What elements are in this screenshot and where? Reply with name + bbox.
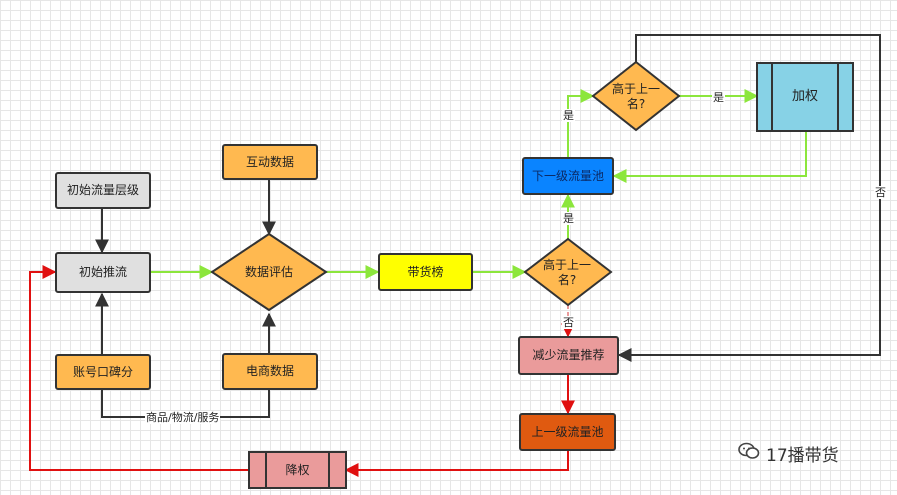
edge-label-no-right: 否 bbox=[874, 186, 887, 199]
node-sales-rank: 带货榜 bbox=[378, 253, 473, 291]
node-interaction-data: 互动数据 bbox=[222, 144, 318, 180]
edge-prev-to-demote bbox=[344, 451, 569, 477]
label-add-weight: 加权 bbox=[791, 88, 818, 104]
label-higher-than-above-2: 高于上一名? bbox=[611, 82, 660, 111]
node-account-reputation: 账号口碑分 bbox=[55, 354, 151, 390]
node-reduce-traffic: 减少流量推荐 bbox=[518, 336, 619, 375]
edge-pool-to-decision2 bbox=[567, 89, 595, 157]
edge-demote-to-push bbox=[29, 265, 249, 471]
edge-label-yes-top: 是 bbox=[562, 109, 575, 122]
edge-label-goods-logistics-service: 商品/物流/服务 bbox=[145, 411, 221, 424]
edge-label-no-down: 否 bbox=[562, 316, 575, 329]
node-initial-push: 初始推流 bbox=[55, 252, 151, 293]
edge-weight-to-pool bbox=[612, 131, 807, 183]
node-prev-level-pool: 上一级流量池 bbox=[519, 413, 616, 451]
process-box-demote-weight bbox=[248, 451, 347, 489]
wechat-icon bbox=[738, 442, 760, 465]
edge-no-loop-to-reduce bbox=[617, 34, 881, 362]
diamond-higher-than-above-2 bbox=[591, 60, 681, 132]
label-demote-weight: 降权 bbox=[285, 462, 310, 477]
node-ecommerce-data: 电商数据 bbox=[222, 353, 318, 390]
label-data-evaluation: 数据评估 bbox=[244, 264, 293, 279]
label-higher-than-above-1: 高于上一名? bbox=[542, 258, 591, 287]
node-next-level-pool: 下一级流量池 bbox=[522, 157, 614, 195]
diamond-data-evaluation bbox=[210, 232, 328, 312]
watermark: 17播带货 bbox=[738, 441, 839, 466]
node-initial-level: 初始流量层级 bbox=[55, 172, 151, 209]
edge-label-yes-right: 是 bbox=[712, 91, 725, 104]
process-box-add-weight bbox=[756, 62, 854, 132]
watermark-text: 17播带货 bbox=[766, 446, 839, 466]
diamond-higher-than-above-1 bbox=[523, 237, 613, 307]
edge-label-yes-up: 是 bbox=[562, 212, 575, 225]
